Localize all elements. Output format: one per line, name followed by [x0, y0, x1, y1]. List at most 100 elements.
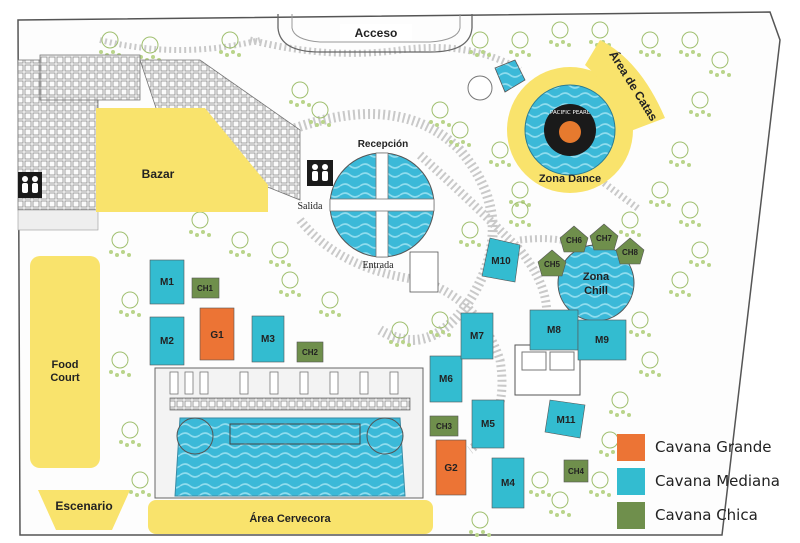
shrub [515, 203, 519, 207]
shrub [131, 310, 135, 314]
cavana-ch1[interactable]: CH1 [191, 277, 220, 299]
cavana-m7[interactable]: M7 [460, 312, 494, 360]
shrub [681, 290, 685, 294]
legend-label: Cavana Chica [655, 506, 758, 524]
shrub [429, 330, 433, 334]
shrub [147, 493, 151, 497]
tree [591, 471, 609, 489]
shrub [669, 160, 673, 164]
jacuzzi [176, 417, 214, 455]
tree [471, 511, 489, 529]
shrub [229, 250, 233, 254]
cavana-g2[interactable]: G2 [435, 439, 467, 496]
tree [231, 231, 249, 249]
cavana-ch8[interactable]: CH8 [615, 237, 645, 265]
cavana-m10[interactable]: M10 [481, 237, 521, 283]
shrub [287, 263, 291, 267]
shrub [475, 533, 479, 537]
svg-text:M10: M10 [491, 256, 511, 267]
svg-text:M2: M2 [160, 336, 174, 347]
cavana-ch4[interactable]: CH4 [563, 459, 589, 483]
shrub [127, 373, 131, 377]
shrub [151, 55, 155, 59]
legend-swatch [617, 433, 645, 461]
shrub [609, 410, 613, 414]
shrub [337, 313, 341, 317]
cavana-m6[interactable]: M6 [429, 355, 463, 403]
shrub [707, 113, 711, 117]
cavana-ch5[interactable]: CH5 [537, 249, 567, 277]
cavana-m2[interactable]: M2 [149, 316, 185, 366]
shrub [109, 370, 113, 374]
legend-item-chica: Cavana Chica [617, 498, 797, 532]
acceso-label-bg [340, 24, 412, 40]
cavana-ch6[interactable]: CH6 [559, 225, 589, 253]
shrub [231, 50, 235, 54]
shrub [447, 333, 451, 337]
cavana-ch7[interactable]: CH7 [589, 223, 619, 251]
pool-loungers [169, 371, 411, 411]
svg-text:G2: G2 [444, 463, 458, 474]
cavana-ch2[interactable]: CH2 [296, 341, 324, 363]
entrada-label: Entrada [362, 260, 394, 271]
salida-label: Salida [298, 201, 324, 212]
tree [111, 231, 129, 249]
zona-chill-label: Zona [583, 271, 610, 283]
shrub [281, 260, 285, 264]
svg-text:M3: M3 [261, 334, 275, 345]
main-pool [174, 417, 406, 497]
shrub [441, 330, 445, 334]
tree [111, 351, 129, 369]
tree [451, 121, 469, 139]
cavana-m1[interactable]: M1 [149, 259, 185, 305]
cavana-m5[interactable]: M5 [471, 399, 505, 449]
cavana-ch3[interactable]: CH3 [429, 415, 459, 437]
shrub [301, 100, 305, 104]
shrub [269, 260, 273, 264]
shrub [701, 110, 705, 114]
shrub [679, 50, 683, 54]
tree [511, 201, 529, 219]
svg-text:CH3: CH3 [436, 422, 453, 431]
cavana-m3[interactable]: M3 [251, 315, 285, 363]
tree [131, 471, 149, 489]
tree [311, 101, 329, 119]
shrub [315, 123, 319, 127]
cavana-m8[interactable]: M8 [529, 309, 579, 351]
shrub [529, 490, 533, 494]
shrub [465, 243, 469, 247]
tree [671, 271, 689, 289]
tree [511, 31, 529, 49]
shrub [475, 53, 479, 57]
shrub [715, 73, 719, 77]
shrub [535, 493, 539, 497]
shrub [115, 253, 119, 257]
shrub [679, 220, 683, 224]
svg-text:CH5: CH5 [544, 260, 561, 269]
shrub [641, 330, 645, 334]
svg-text:CH7: CH7 [596, 234, 613, 243]
shrub [131, 440, 135, 444]
shrub [631, 230, 635, 234]
cavana-m4[interactable]: M4 [491, 457, 525, 509]
tree [121, 421, 139, 439]
shrub [309, 120, 313, 124]
cavana-m9[interactable]: M9 [577, 319, 627, 361]
shrub [201, 230, 205, 234]
shrub [549, 40, 553, 44]
shrub [119, 440, 123, 444]
tree [621, 211, 639, 229]
svg-text:M8: M8 [547, 325, 561, 336]
shrub [135, 493, 139, 497]
shrub [549, 510, 553, 514]
shrub [541, 490, 545, 494]
svg-text:M4: M4 [501, 478, 515, 489]
shrub [119, 310, 123, 314]
shrub [109, 250, 113, 254]
cavana-g1[interactable]: G1 [199, 307, 235, 361]
shrub [629, 330, 633, 334]
shrub [225, 53, 229, 57]
tree [511, 181, 529, 199]
cavana-m11[interactable]: M11 [544, 399, 586, 439]
tree [681, 201, 699, 219]
